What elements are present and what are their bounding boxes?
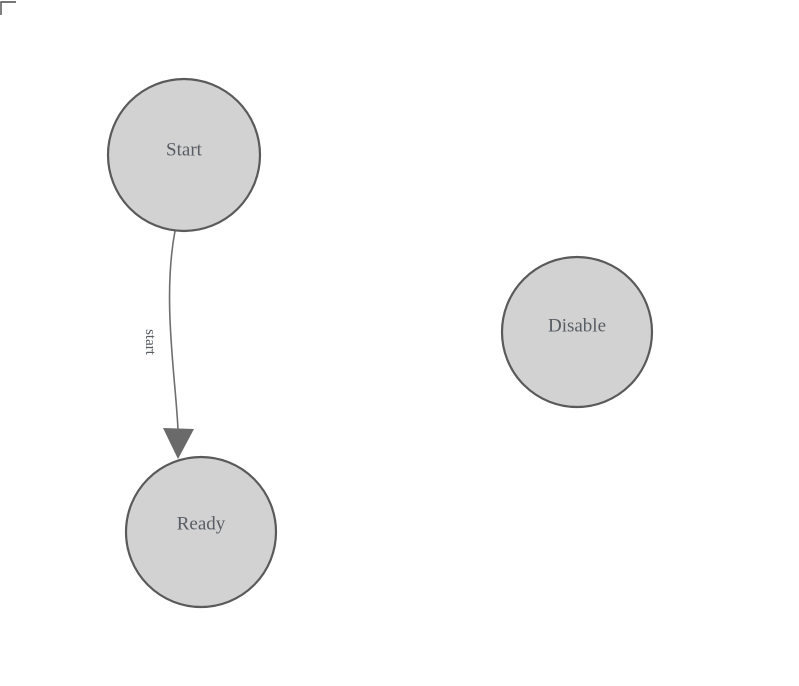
canvas-corner-bracket (0, 1, 16, 15)
node-ready-circle[interactable] (124, 455, 278, 609)
node-ready-label: Ready (177, 514, 226, 535)
node-start-circle[interactable] (106, 77, 262, 233)
node-start-label: Start (166, 140, 203, 161)
edge-line (168, 230, 179, 431)
node-disable-label: Disable (548, 316, 606, 337)
node-disable-circle[interactable] (500, 255, 654, 409)
node-start[interactable]: Start (106, 77, 262, 233)
edge-label-start: start (142, 329, 158, 356)
edge-start-to-ready[interactable]: start (142, 230, 194, 459)
node-ready[interactable]: Ready (124, 455, 278, 609)
node-disable[interactable]: Disable (500, 255, 654, 409)
edge-arrowhead-icon (163, 428, 194, 459)
